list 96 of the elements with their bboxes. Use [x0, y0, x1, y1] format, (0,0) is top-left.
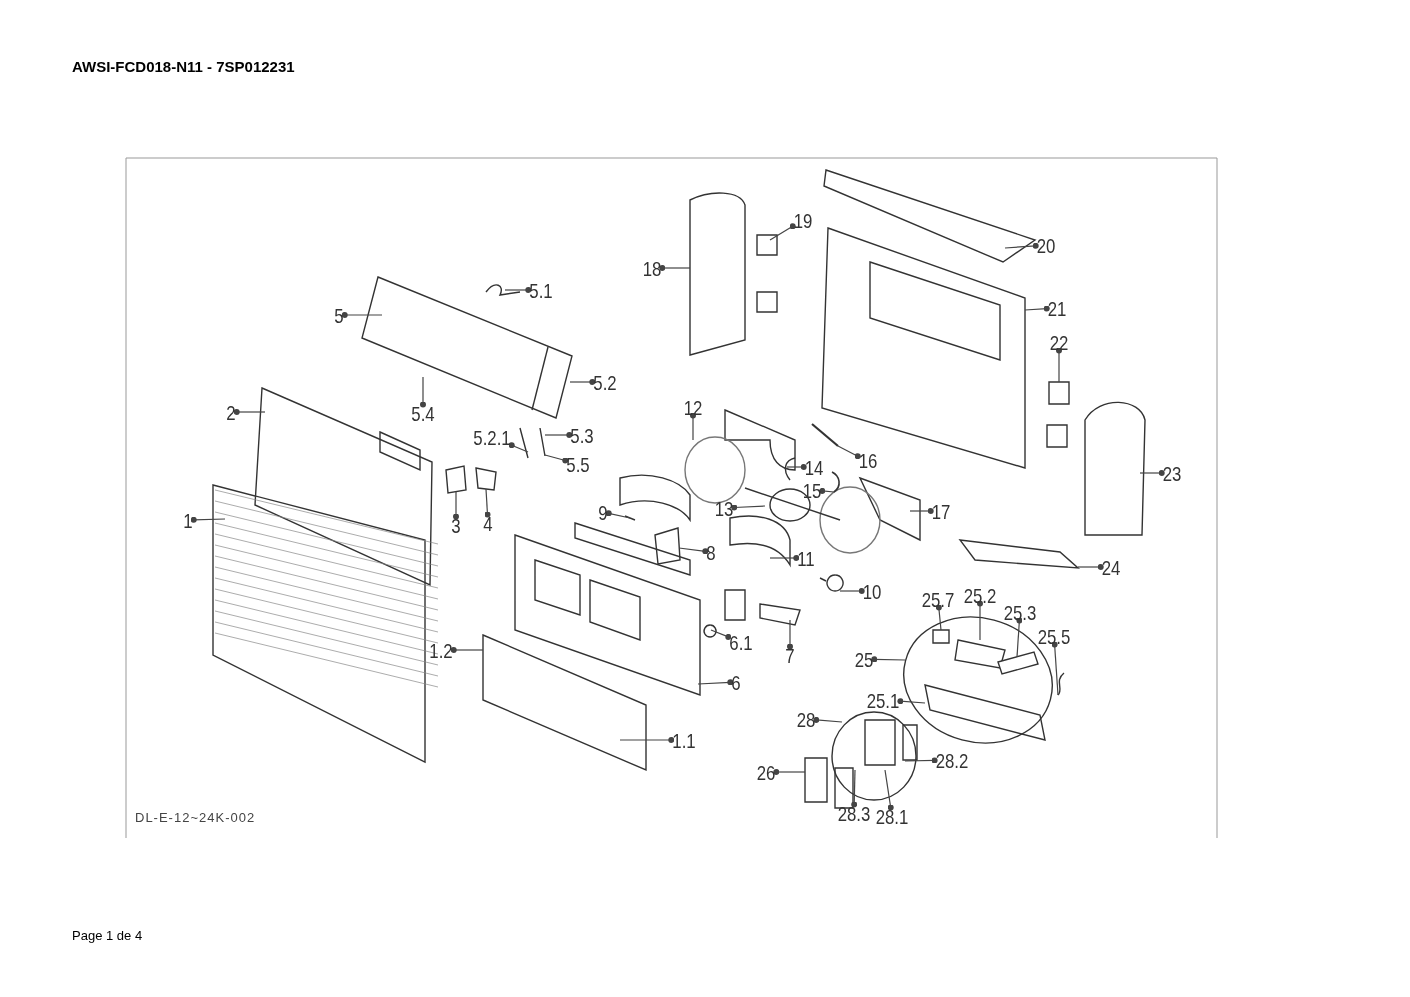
- callout-number: 5.3: [570, 424, 594, 446]
- callout-number: 5.2: [593, 371, 617, 393]
- leader-line: [605, 510, 631, 519]
- callout-number: 19: [793, 209, 813, 231]
- leader-line: [1051, 641, 1059, 696]
- callout-number: 10: [862, 580, 882, 602]
- callout-number: 25.3: [1003, 601, 1037, 623]
- callout-number: 16: [858, 449, 878, 471]
- leader-line: [697, 679, 734, 686]
- leader-line: [690, 412, 696, 441]
- callout-number: 22: [1049, 331, 1069, 353]
- leader-line: [909, 508, 934, 514]
- callout-number: 4: [483, 512, 493, 534]
- leader-line: [819, 487, 835, 494]
- callout-number: 28.2: [935, 749, 969, 771]
- leader-line: [837, 445, 861, 460]
- callout-number: 1.1: [672, 729, 696, 751]
- leader-line: [484, 488, 491, 518]
- leader-line: [904, 757, 938, 764]
- leader-line: [619, 737, 675, 743]
- callout-number: 14: [804, 456, 824, 478]
- leader-line: [769, 223, 796, 241]
- leader-line: [508, 442, 529, 453]
- callout-number: 25.2: [963, 584, 997, 606]
- callout-number: 5.4: [411, 402, 435, 424]
- callout-number: 28: [796, 708, 816, 730]
- callout-number: 13: [714, 497, 734, 519]
- callout-number: 2: [226, 401, 236, 423]
- leader-line: [544, 454, 569, 464]
- callout-number: 5.1: [529, 279, 553, 301]
- leader-line: [1056, 347, 1062, 383]
- drawing-code: DL-E-12~24K-002: [135, 810, 256, 825]
- leader-line: [341, 312, 383, 318]
- callout-number: 21: [1047, 297, 1067, 319]
- leader-line: [773, 769, 806, 775]
- callout-number: 25.1: [866, 689, 900, 711]
- callout-number: 25.5: [1037, 625, 1071, 647]
- leader-line: [569, 379, 596, 385]
- callout-number: 28.3: [837, 802, 871, 824]
- page-title: AWSI-FCD018-N11 - 7SP012231: [72, 58, 295, 75]
- leader-line: [731, 504, 766, 511]
- callout-number: 26: [756, 761, 776, 783]
- callout-number: 5.5: [566, 453, 590, 475]
- leader-line: [787, 619, 793, 650]
- part-drawing: [997, 651, 1039, 675]
- callout-number: 23: [1162, 462, 1182, 484]
- leader-line: [769, 555, 800, 561]
- leader-line: [871, 656, 906, 663]
- callout-number: 28.1: [875, 805, 909, 827]
- callout-number: 18: [642, 257, 662, 279]
- leader-line: [884, 769, 894, 811]
- callout-number: 9: [598, 501, 608, 523]
- callout-number: 20: [1036, 234, 1056, 256]
- hook-part-drawing: [831, 471, 840, 493]
- callout-number: 11: [797, 547, 815, 569]
- callout-number: 12: [683, 396, 703, 418]
- leader-line: [420, 376, 426, 408]
- leader-line: [710, 629, 732, 640]
- leader-line: [544, 432, 573, 438]
- callout-number: 1: [183, 509, 193, 531]
- leader-line: [1139, 470, 1165, 476]
- part-drawing: [445, 465, 467, 494]
- leader-line: [851, 769, 858, 808]
- callout-number: 6.1: [729, 631, 753, 653]
- leader-line: [813, 716, 843, 723]
- callout-number: 25: [854, 648, 874, 670]
- callout-number: 1.2: [429, 639, 453, 661]
- leader-line: [977, 600, 983, 641]
- leader-line: [453, 490, 459, 520]
- leader-line: [233, 409, 266, 415]
- leader-line: [1016, 617, 1023, 658]
- callout-number: 15: [802, 479, 822, 501]
- callout-number: 17: [931, 500, 951, 522]
- leader-line: [504, 287, 532, 293]
- leader-line: [897, 698, 926, 705]
- page-number: Page 1 de 4: [72, 928, 143, 943]
- part-drawing: [475, 467, 497, 491]
- leader-line: [935, 604, 942, 631]
- callout-number: 5.2.1: [473, 426, 511, 448]
- rod-part-drawing: [811, 423, 839, 447]
- callout-number: 3: [451, 514, 461, 536]
- callout-number: 7: [785, 644, 795, 666]
- callout-number: 24: [1101, 556, 1121, 578]
- callout-number: 25.7: [921, 588, 955, 610]
- callout-number: 5: [334, 304, 344, 326]
- leader-line: [1077, 564, 1104, 570]
- leader-line: [786, 464, 807, 470]
- leader-line: [1004, 242, 1039, 249]
- leader-line: [839, 588, 865, 594]
- leader-line: [659, 265, 691, 271]
- leader-line: [1024, 305, 1050, 312]
- callout-number: 6: [731, 671, 741, 693]
- leader-line: [678, 547, 709, 555]
- leader-line: [450, 647, 484, 653]
- callout-number: 8: [706, 541, 716, 563]
- leader-line: [190, 516, 226, 523]
